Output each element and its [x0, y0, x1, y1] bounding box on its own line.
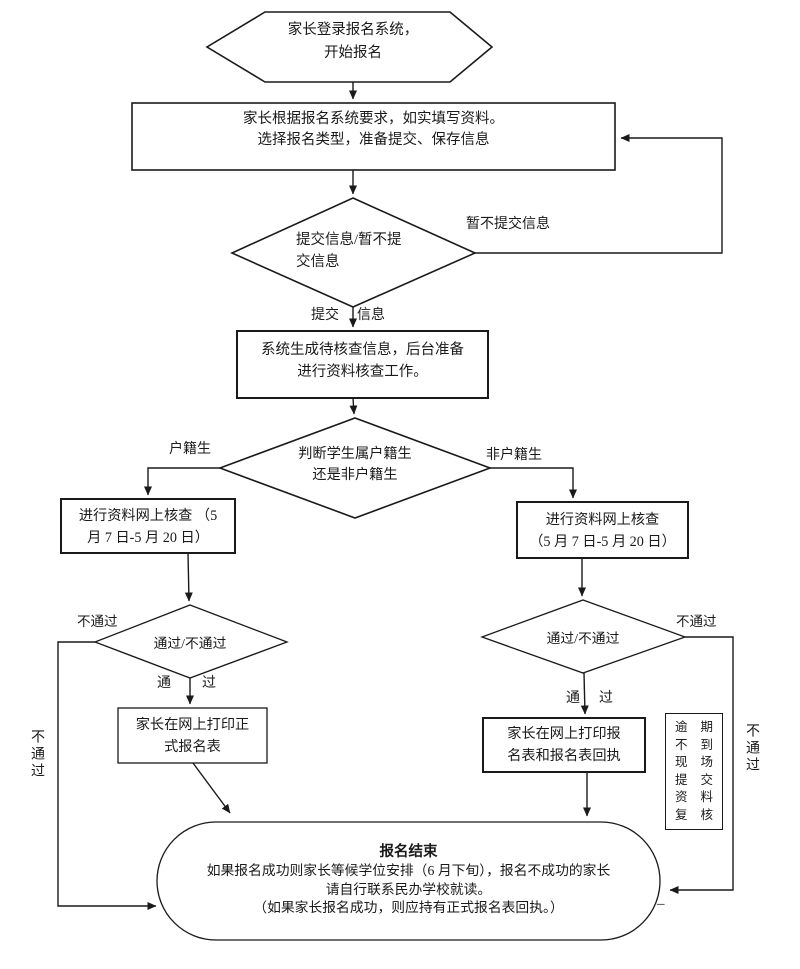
edge-nosubmit-loop [475, 134, 723, 254]
label-hukou: 户籍生 [169, 442, 211, 457]
overdue-row: 资 料 [675, 791, 713, 804]
local-pass-decision-text: 通过/不通过 [153, 636, 227, 651]
overdue-char: 场 [700, 755, 713, 770]
overdue-row: 提 交 [675, 772, 713, 787]
overdue-char: 料 [700, 790, 713, 805]
local-check-text: 进行资料网上核查 （5 月 7 日-5 月 20 日） [78, 508, 218, 546]
overdue-row: 不 到 [675, 737, 713, 752]
submit-decision-text: 提交信息/暂不提 交信息 [296, 232, 402, 270]
overdue-row: 现 场 [675, 756, 713, 769]
label-submit-right: 信息 [357, 308, 385, 323]
nonlocal-pass-decision-shape [480, 599, 687, 674]
fill-info-shape [131, 102, 616, 171]
household-decision-shape [217, 417, 493, 519]
end-stadium-body: 如果报名成功则家长等候学位安排（6 月下旬），报名不成功的家长 请自行联系民办学… [206, 863, 611, 915]
print-receipt-text: 家长在网上打印报 名表和报名表回执 [507, 726, 621, 764]
label-dash: – [657, 896, 665, 912]
label-fail-left-vertical: 不通过 [29, 729, 44, 780]
shapes [60, 11, 689, 941]
overdue-char: 复 [675, 807, 688, 822]
label-pass-left-2: 过 [202, 676, 216, 691]
overdue-char: 提 [675, 772, 688, 787]
overdue-char: 期 [700, 720, 713, 734]
print-formal-shape [117, 707, 268, 764]
nonlocal-pass-decision-text: 通过/不通过 [546, 631, 620, 646]
edge-printformal-to-end [192, 762, 231, 814]
end-stadium-title: 报名结束 [379, 844, 438, 860]
nonlocal-check-text: 进行资料网上核查 （5 月 7 日-5 月 20 日） [529, 512, 676, 550]
label-fail-right: 不通过 [676, 614, 717, 629]
label-non-hukou: 非户籍生 [486, 448, 542, 463]
system-generate-text: 系统生成待核查信息，后台准备 进行资料核查工作。 [261, 342, 464, 380]
overdue-char: 不 [675, 737, 688, 752]
label-pass-right-2: 过 [599, 691, 613, 706]
overdue-char: 核 [700, 807, 713, 822]
label-fail-left: 不通过 [77, 614, 118, 629]
edge-hukou-branch [144, 467, 220, 496]
edge-nonlocalfail-loop [669, 636, 734, 894]
edge-localfail-loop [57, 641, 157, 910]
edge-nonhukou-branch [490, 467, 577, 499]
overdue-char: 到 [700, 737, 713, 752]
start-hexagon-text: 家长登录报名系统， 开始报名 [287, 22, 419, 61]
edge-generate-to-household [349, 397, 358, 415]
label-submit-left: 提交 [311, 308, 339, 323]
print-formal-text: 家长在网上打印正 式报名表 [135, 717, 250, 755]
overdue-char: 资 [675, 790, 688, 805]
overdue-row: 逾 期 [675, 721, 713, 734]
edge-nonlocalpass-to-print [580, 672, 589, 715]
fill-info-text: 家长根据报名系统要求，如实填写资料。 选择报名类型，准备提交、保存信息 [243, 111, 504, 148]
local-check-shape [60, 498, 236, 554]
connectors [57, 82, 734, 910]
overdue-row: 复 核 [675, 807, 713, 822]
label-pass-left-1: 通 [157, 676, 171, 691]
label-fail-right-vertical: 不通过 [744, 723, 759, 774]
overdue-char: 交 [700, 772, 713, 787]
system-generate-shape [236, 330, 489, 399]
start-hexagon-shape [205, 11, 494, 83]
household-decision-text: 判断学生属户籍生 还是非户籍生 [298, 446, 412, 483]
label-no-submit: 暂不提交信息 [466, 217, 550, 232]
overdue-note-box: 逾 期 不 到 现 场 提 交 资 料 复 核 [665, 713, 723, 830]
end-stadium-shape [156, 821, 661, 941]
overdue-char: 现 [675, 755, 688, 770]
print-receipt-shape [482, 717, 646, 773]
nonlocal-check-shape [516, 501, 689, 559]
label-pass-right-1: 通 [566, 691, 580, 706]
overdue-char: 逾 [675, 720, 688, 734]
edge-localcheck-to-decision [184, 552, 193, 602]
